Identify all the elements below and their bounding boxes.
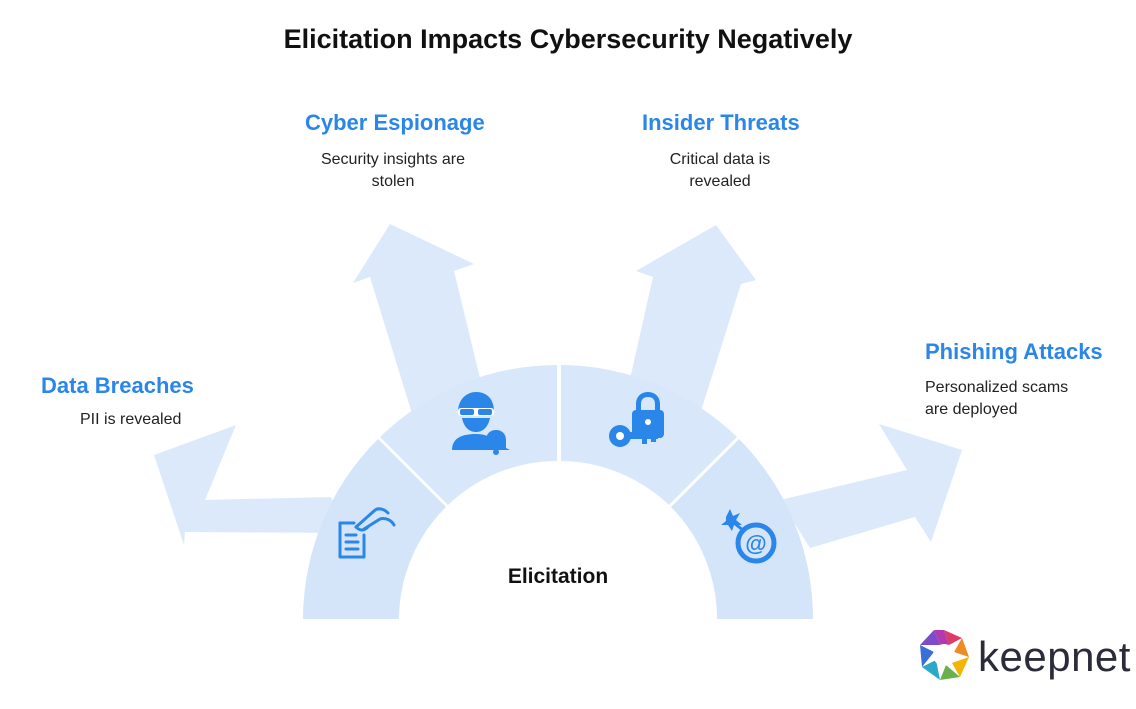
arrow-insider-threats [623, 225, 756, 430]
heading-phishing-attacks: Phishing Attacks [925, 339, 1103, 364]
arrows [154, 224, 962, 548]
svg-text:@: @ [745, 531, 766, 556]
document-hand-icon [338, 507, 396, 559]
ring-segment-data-breaches [303, 439, 446, 619]
lock-key-icon [609, 392, 664, 447]
heading-cyber-espionage: Cyber Espionage [305, 110, 485, 135]
description-phishing-attacks: Personalized scams are deployed [925, 379, 1069, 418]
center-label: Elicitation [507, 565, 609, 588]
heading-data-breaches: Data Breaches [41, 373, 194, 398]
heading-insider-threats: Insider Threats [642, 110, 800, 135]
description-data-breaches: PII is revealed [80, 411, 182, 428]
description-insider-threats: Critical data is revealed [669, 151, 771, 190]
target-email-icon: @ [721, 509, 777, 564]
brand-name: keepnet [978, 633, 1131, 680]
arrow-data-breaches [154, 425, 345, 545]
arrow-cyber-espionage [353, 224, 487, 433]
description-cyber-espionage: Security insights are stolen [320, 151, 466, 190]
diagram-title: Elicitation Impacts Cybersecurity Negati… [283, 24, 853, 54]
arrow-phishing-attacks [780, 424, 962, 548]
keepnet-logo-mark [920, 630, 969, 680]
spy-alert-icon [452, 392, 510, 455]
